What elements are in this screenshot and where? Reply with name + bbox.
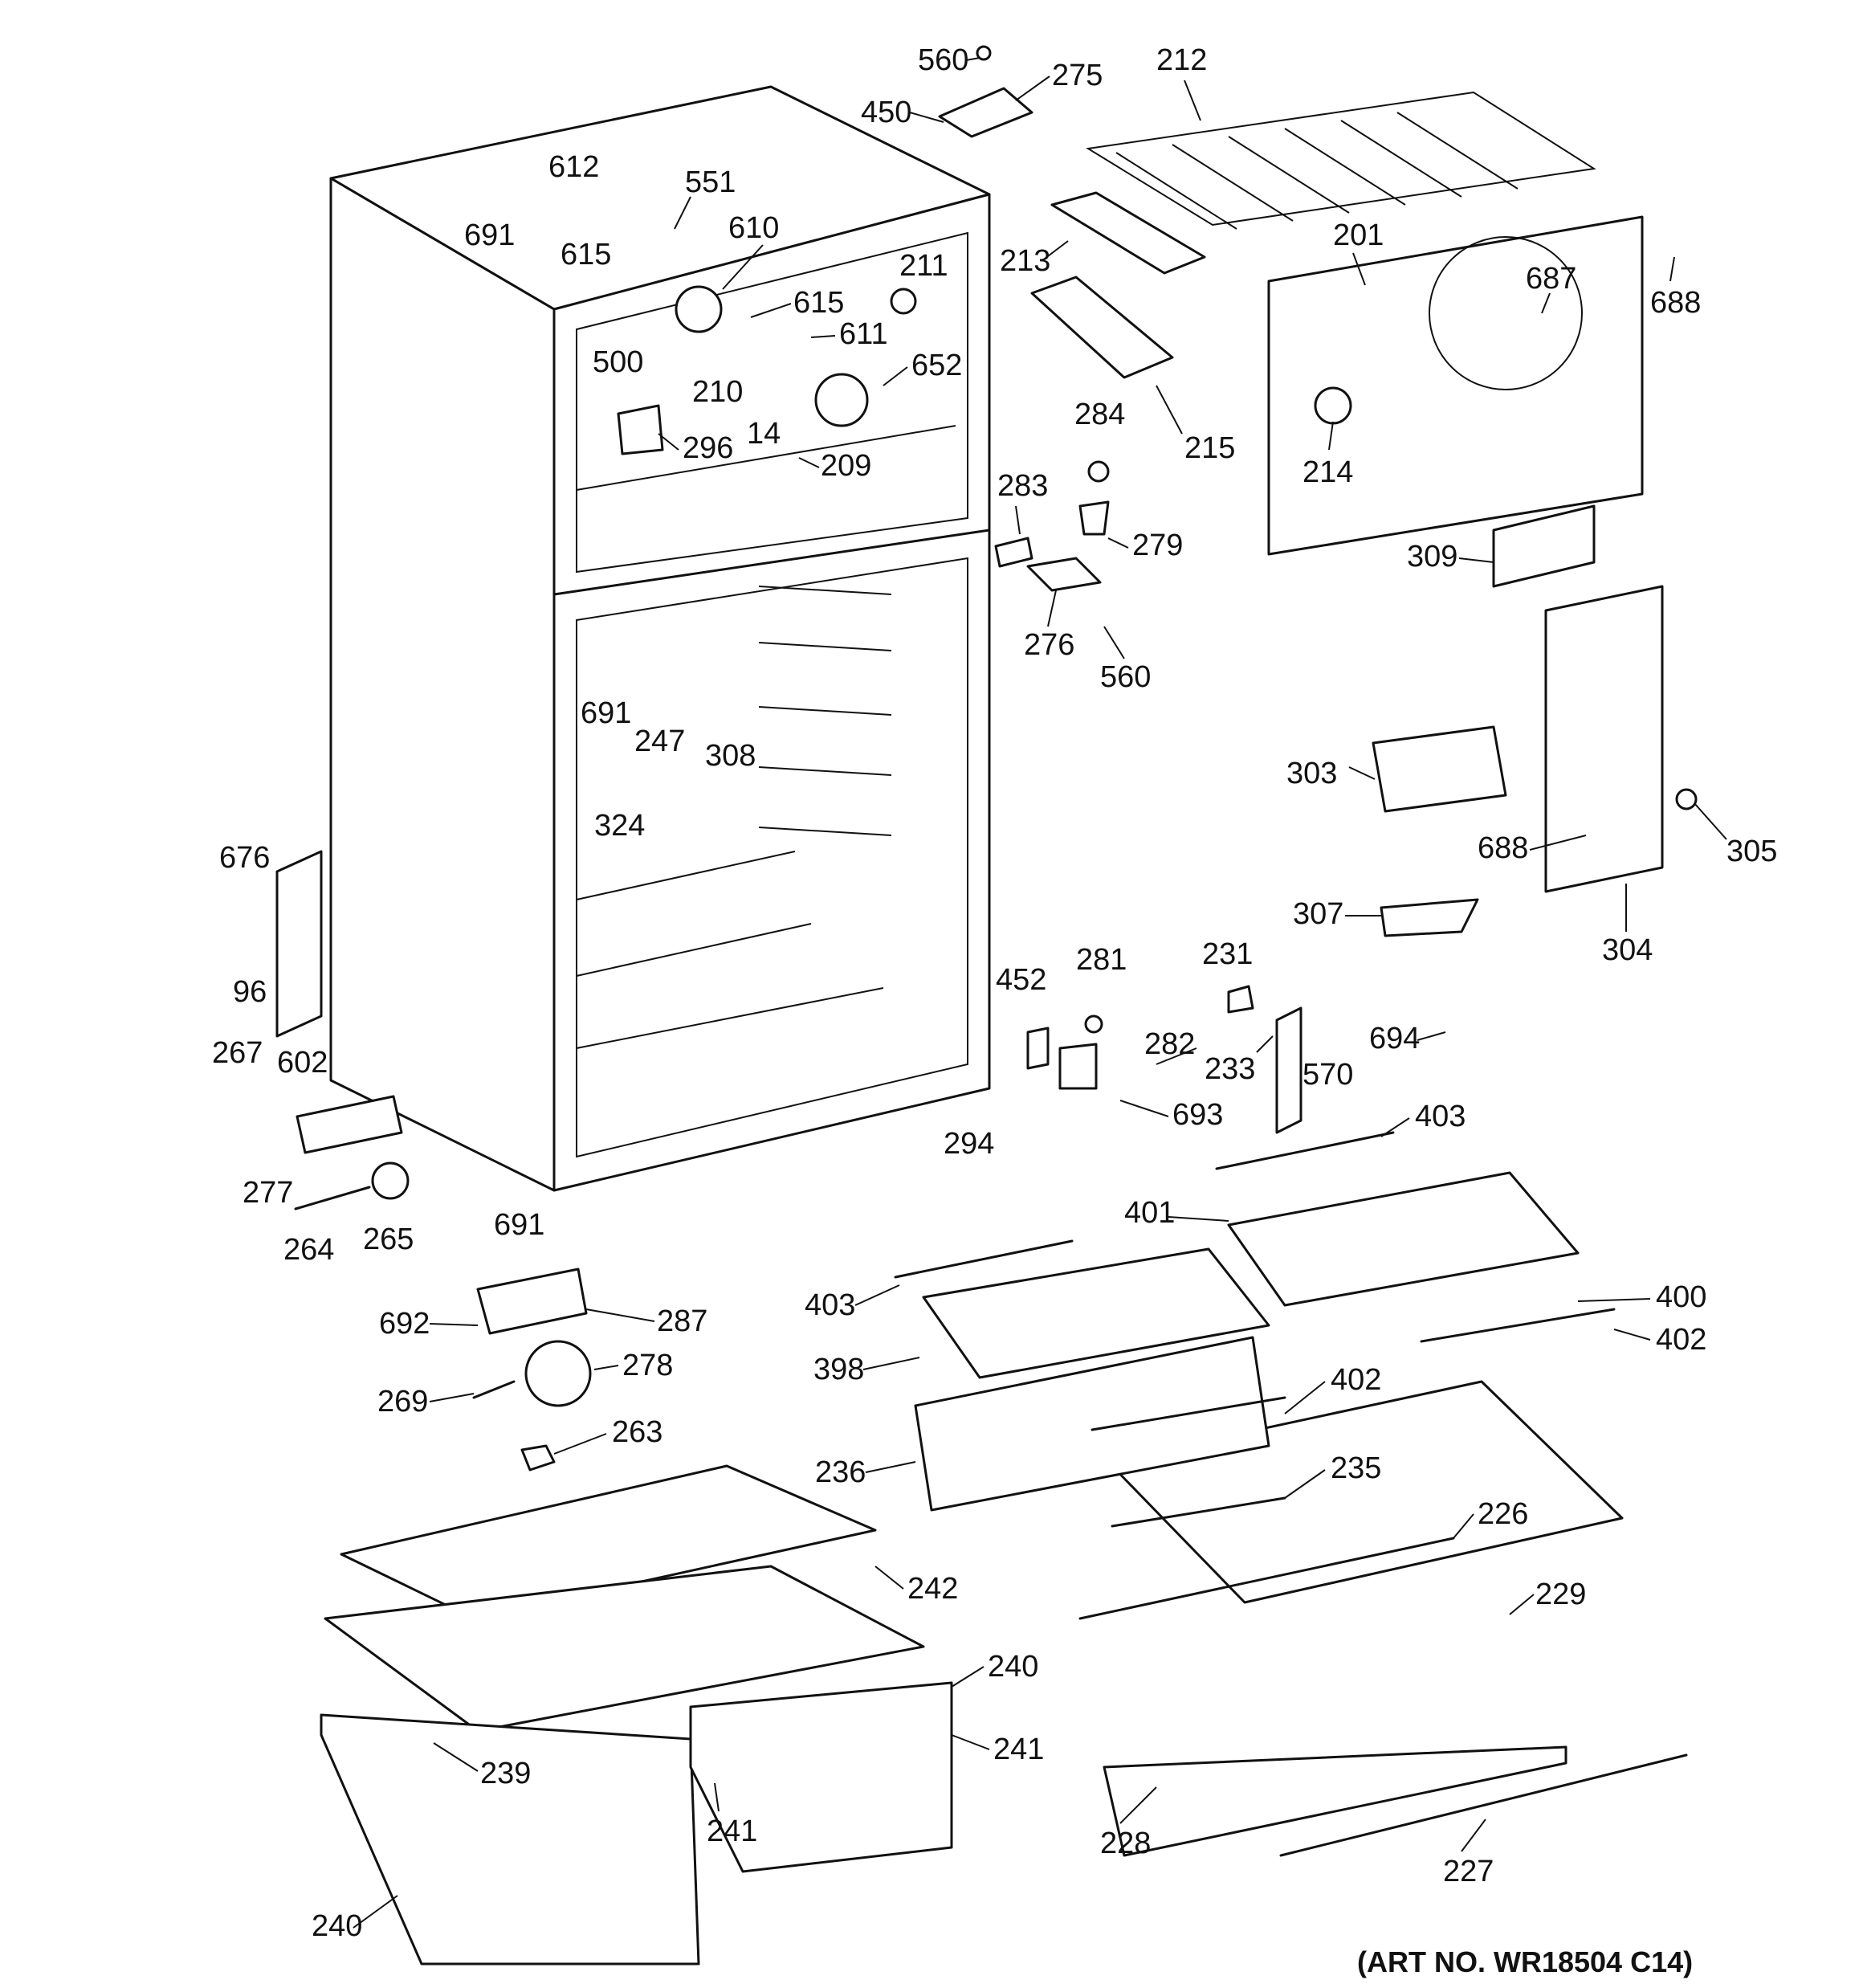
callout-213: 213 [1000,244,1050,278]
callout-570: 570 [1302,1058,1353,1092]
callout-560a: 560 [918,43,968,77]
freezer-back-panel [1267,215,1644,556]
callout-450: 450 [861,96,911,129]
callout-611: 611 [839,317,888,351]
callout-263: 263 [612,1415,662,1449]
callout-242: 242 [907,1572,958,1606]
callout-615b: 615 [793,286,844,320]
callout-210: 210 [692,375,743,409]
callout-688a: 688 [1650,286,1701,320]
callout-324: 324 [594,809,645,843]
callout-267: 267 [212,1036,263,1070]
callout-612: 612 [548,150,599,184]
callout-96: 96 [233,975,267,1009]
ice-bin [1030,276,1174,379]
callout-236: 236 [815,1455,866,1489]
callout-676: 676 [219,841,270,875]
callout-269: 269 [377,1385,428,1419]
callout-691c: 691 [494,1208,544,1242]
callout-279: 279 [1132,529,1183,562]
callout-283: 283 [997,469,1048,503]
callout-275: 275 [1052,59,1103,92]
callout-560b: 560 [1100,660,1151,694]
air-duct [1372,585,1664,937]
callout-284: 284 [1074,398,1125,431]
callout-214: 214 [1302,455,1353,489]
callout-226: 226 [1478,1497,1528,1531]
callout-694: 694 [1369,1022,1420,1055]
callout-233: 233 [1205,1052,1255,1086]
callout-403b: 403 [805,1288,855,1322]
crisper-cover [914,1171,1624,1604]
callout-691b: 691 [581,696,631,730]
callout-277: 277 [243,1176,293,1210]
callout-551: 551 [685,165,736,199]
callout-307: 307 [1293,897,1343,931]
callout-688b: 688 [1478,831,1528,865]
callout-235: 235 [1331,1451,1381,1485]
callout-692: 692 [379,1307,430,1341]
callout-304: 304 [1602,933,1653,967]
callout-14: 14 [747,417,781,451]
callout-400: 400 [1656,1280,1706,1314]
callout-294: 294 [944,1127,994,1161]
callout-241a: 241 [993,1733,1044,1766]
callout-615a: 615 [561,238,611,271]
callout-209: 209 [821,449,871,483]
callout-276: 276 [1024,628,1074,662]
freezer-shelf [1086,91,1596,230]
side-bracket [275,850,1302,1154]
callout-452: 452 [996,963,1046,997]
callout-247: 247 [634,725,685,758]
cabinet-body [329,85,991,1192]
callout-264: 264 [283,1233,334,1267]
callout-212: 212 [1156,43,1207,77]
callout-398: 398 [813,1353,864,1386]
callout-308: 308 [705,739,756,773]
callout-211: 211 [899,249,948,283]
callout-241b: 241 [707,1815,757,1848]
ice-tray [1050,191,1206,275]
callout-687: 687 [1526,262,1576,296]
callout-402a: 402 [1656,1323,1706,1357]
callout-602: 602 [277,1046,328,1080]
callout-401: 401 [1124,1196,1175,1230]
callout-227: 227 [1443,1855,1494,1888]
callout-231: 231 [1202,937,1253,971]
callout-239: 239 [480,1757,531,1790]
rails [894,1131,1688,1857]
hardware [294,45,1698,1472]
callout-403a: 403 [1415,1100,1466,1133]
callout-296: 296 [683,431,733,465]
callout-282: 282 [1144,1027,1195,1061]
leader-lines [353,57,1727,1929]
pan-cover [320,1464,1567,1966]
callout-265: 265 [363,1223,414,1256]
callout-215: 215 [1184,431,1235,465]
callout-287: 287 [657,1304,707,1338]
callout-278: 278 [622,1349,673,1382]
callout-228: 228 [1100,1827,1151,1860]
callout-240b: 240 [312,1909,362,1943]
callout-691a: 691 [464,218,515,252]
callout-309: 309 [1407,540,1457,574]
callout-610: 610 [728,211,779,245]
callout-201: 201 [1333,218,1384,252]
callout-652: 652 [911,349,962,382]
callout-240a: 240 [988,1650,1038,1684]
callout-305: 305 [1726,835,1777,868]
callout-303: 303 [1286,757,1337,790]
callout-281: 281 [1076,943,1127,977]
callout-labels: 560 275 212 450 612 551 691 615 610 211 … [212,43,1777,1943]
label-309 [1492,504,1596,588]
art-number: (ART NO. WR18504 C14) [1357,1945,1693,1978]
callout-500: 500 [593,345,643,379]
callout-402b: 402 [1331,1363,1381,1397]
callout-693: 693 [1172,1098,1223,1132]
callout-229: 229 [1535,1578,1586,1611]
